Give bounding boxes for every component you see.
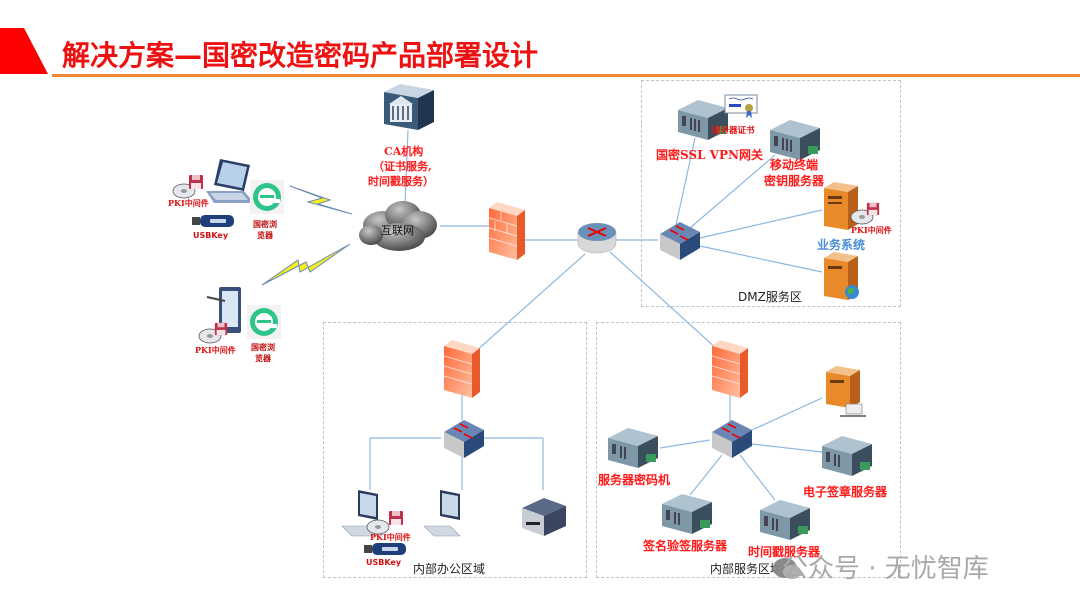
timestamp-server-label: 时间戳服务器: [748, 545, 821, 559]
link-router-servicefw: [609, 251, 719, 351]
internet-label: 互联网: [381, 224, 414, 237]
title-underline: [52, 74, 1080, 77]
watermark-text: 公众号 · 无忧智库: [782, 554, 989, 584]
perimeter-firewall-icon: [488, 202, 525, 260]
office-pc-1-icon: [341, 490, 379, 537]
laptop-browser-label: 国密浏览器: [253, 220, 277, 240]
gm-browser-icon-1: [250, 180, 284, 214]
link-serviceswitch-esealserver: [751, 397, 823, 431]
service-switch-icon: [712, 420, 752, 458]
link-dmzswitch-web: [699, 245, 823, 273]
gm-browser-icon-2: [247, 305, 281, 339]
title-accent-shape: [0, 28, 48, 74]
link-ca-internet: [404, 129, 409, 206]
ca-label-line2: （证书服务,: [373, 160, 432, 173]
eseal-tower-server-icon: [826, 366, 866, 417]
page-title: 解决方案—国密改造密码产品部署设计: [62, 39, 539, 72]
link-serviceswitch-timestamp: [739, 454, 776, 501]
core-router-icon: [577, 223, 617, 254]
vpn-gateway-server-icon: [678, 100, 728, 140]
link-dmzswitch-mobilekey: [689, 154, 776, 229]
office-firewall-icon: [443, 340, 480, 398]
link-serviceswitch-crypto: [659, 439, 711, 449]
mobile-key-server-label-2: 密钥服务器: [764, 174, 825, 188]
service-firewall-icon: [711, 340, 748, 398]
laptop-usbkey-label: USBKey: [193, 231, 229, 240]
certificate-icon: [724, 94, 758, 118]
mobile-device-icon: [206, 287, 241, 333]
sign-verify-server-icon: [662, 494, 712, 534]
ca-label-line1: CA机构: [384, 145, 424, 158]
office-cd-disk-icon: [366, 519, 390, 535]
crypto-machine-label: 服务器密码机: [598, 473, 671, 487]
laptop-pki-label: PKI中间件: [168, 198, 209, 208]
wireless-bolt-1: [289, 185, 353, 215]
eseal-server-label: 电子签章服务器: [803, 485, 888, 499]
business-system-label: 业务系统: [817, 238, 866, 252]
office-floppy-icon: [389, 511, 403, 525]
business-floppy-icon: [866, 202, 880, 216]
office-zone: [323, 322, 587, 578]
internet-cloud-icon: [359, 201, 437, 251]
service-zone-label: 内部服务区域: [710, 562, 783, 576]
office-switch-icon: [444, 420, 484, 458]
link-dmzswitch-business: [699, 209, 823, 239]
dmz-zone: [641, 80, 901, 307]
mobile-floppy-icon: [214, 322, 228, 336]
office-zone-label: 内部办公区域: [413, 562, 486, 576]
service-zone: [596, 322, 901, 578]
dmz-switch-icon: [660, 222, 700, 260]
floppy-disk-icon: [189, 175, 203, 189]
office-usbkey-icon: [364, 543, 406, 555]
server-cert-label: 服务器证书: [712, 126, 755, 136]
link-dmzswitch-vpn: [675, 137, 696, 226]
business-pki-label: PKI中间件: [851, 225, 892, 235]
crypto-machine-server-icon: [608, 428, 658, 468]
timestamp-server-icon: [760, 500, 810, 540]
ca-label-line3: 时间戳服务）: [368, 175, 434, 188]
laptop-icon: [206, 159, 254, 203]
mobile-key-server-icon: [770, 120, 820, 160]
usbkey-icon: [192, 215, 234, 227]
eseal-server-icon: [822, 436, 872, 476]
office-pc-2-icon: [423, 490, 461, 537]
link-serviceswitch-sign: [689, 454, 723, 496]
vpn-gateway-label: 国密SSL VPN网关: [656, 148, 763, 162]
ca-building-icon: [384, 84, 434, 130]
wechat-icon: [773, 558, 801, 579]
office-usbkey-label: USBKey: [366, 558, 402, 567]
mobile-key-server-label-1: 移动终端: [770, 158, 819, 172]
mobile-browser-label: 国密浏览器: [251, 343, 275, 363]
link-router-officefw: [474, 253, 586, 353]
mobile-pki-label: PKI中间件: [195, 345, 236, 355]
sign-verify-label: 签名验签服务器: [643, 539, 728, 553]
office-pki-label: PKI中间件: [370, 532, 411, 542]
dmz-zone-label: DMZ服务区: [738, 290, 802, 304]
web-server-icon: [824, 252, 859, 300]
wireless-bolt-2: [261, 243, 351, 286]
link-serviceswitch-eseal: [751, 443, 823, 453]
printer-icon: [522, 498, 566, 536]
